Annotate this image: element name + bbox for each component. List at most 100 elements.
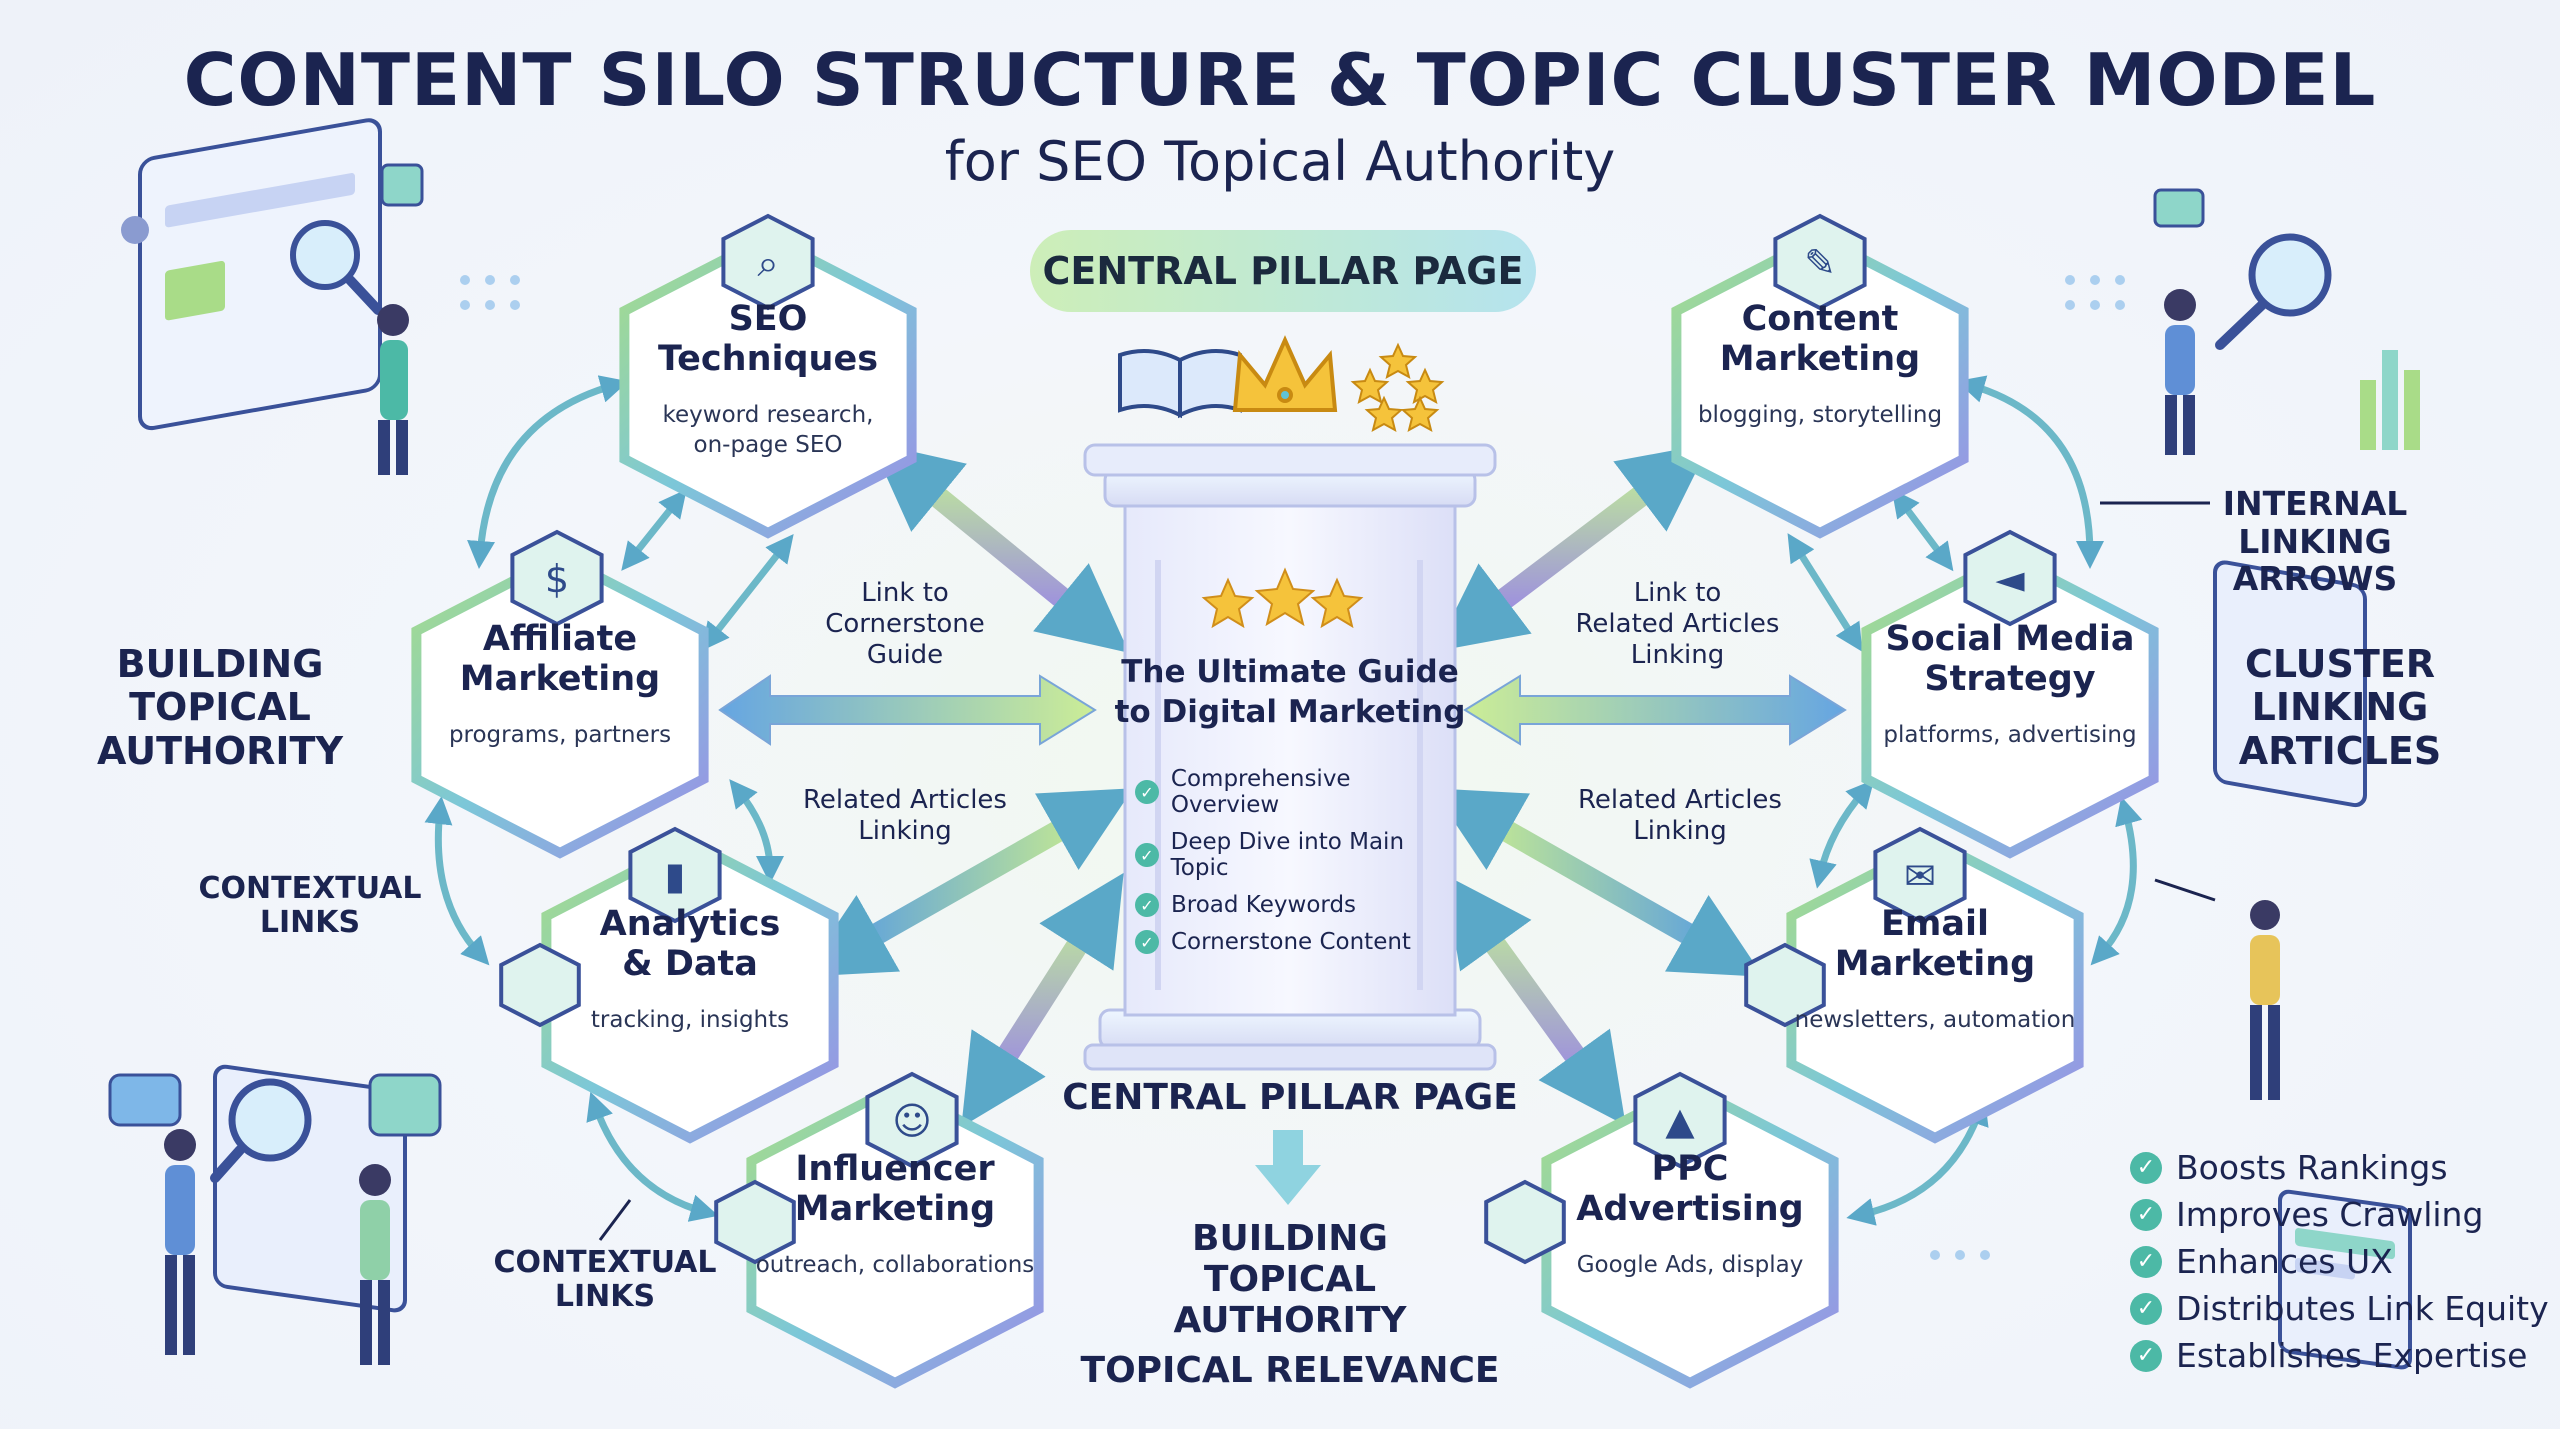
document-pen-icon-glyph: ✎ bbox=[1804, 241, 1836, 285]
benefit-item: ✓ Distributes Link Equity bbox=[2130, 1289, 2549, 1328]
check-icon: ✓ bbox=[2130, 1339, 2162, 1372]
cluster-hex-outline bbox=[541, 836, 839, 1144]
pillar-feature: ✓ Comprehensive Overview bbox=[1135, 766, 1465, 818]
side-line: CONTEXTUAL bbox=[198, 871, 422, 906]
benefit-item: ✓Boosts Rankings bbox=[2130, 1148, 2448, 1187]
arrow-influencer-pillar bbox=[961, 872, 1124, 1128]
cluster-title: Marketing bbox=[1720, 339, 1920, 379]
arrow-affiliate-analytics-inner bbox=[729, 779, 784, 884]
megaphone-icon-glyph: ◄ bbox=[1995, 557, 2025, 601]
cluster-title: Content bbox=[1742, 299, 1899, 339]
down-arrow-icon bbox=[1255, 1130, 1321, 1205]
benefit-text: Distributes Link Equity bbox=[2176, 1289, 2549, 1328]
side-line: LINKING ARROWS bbox=[2232, 521, 2398, 599]
check-icon: ✓ bbox=[1135, 780, 1159, 804]
pillar-title-line2: to Digital Marketing bbox=[1114, 694, 1466, 731]
cluster-hex-outline bbox=[1541, 1081, 1839, 1389]
arrow-seo-pillar bbox=[870, 442, 1130, 653]
cluster-pointer bbox=[2154, 878, 2216, 902]
side-line: INTERNAL bbox=[2222, 484, 2408, 523]
cluster-subtitle: keyword research, bbox=[663, 402, 874, 428]
cluster-title: & Data bbox=[622, 944, 758, 984]
cluster-title: Marketing bbox=[795, 1189, 995, 1229]
side-line: LINKING bbox=[2251, 685, 2429, 730]
envelope-icon-glyph: ✉ bbox=[1904, 854, 1936, 898]
stars-cluster-icon bbox=[1350, 342, 1445, 432]
check-icon: ✓ bbox=[2130, 1292, 2162, 1325]
check-icon: ✓ bbox=[1135, 843, 1159, 867]
cluster-hex-outline bbox=[1861, 551, 2159, 859]
benefit-text: Improves Crawling bbox=[2176, 1195, 2484, 1234]
side-line: BUILDING bbox=[116, 642, 324, 686]
link-label-left-bottom: Related Articles Linking bbox=[803, 785, 1007, 847]
pillar-feature-text: Broad Keywords bbox=[1171, 892, 1357, 918]
decor-dots bbox=[460, 275, 2125, 1260]
cluster-subtitle: newsletters, automation bbox=[1795, 1007, 2076, 1033]
cluster-subtitle: programs, partners bbox=[449, 722, 671, 748]
check-icon: ✓ bbox=[1135, 930, 1159, 954]
side-label-internal-linking: INTERNAL LINKING ARROWS bbox=[2160, 485, 2470, 598]
page-subtitle: for SEO Topical Authority bbox=[944, 130, 1616, 193]
cluster-title: Social Media bbox=[1885, 619, 2134, 659]
google-ads-icon bbox=[1633, 1071, 1727, 1169]
pillar-features: ✓Comprehensive Overview ✓Deep Dive into … bbox=[1135, 766, 1465, 966]
cluster-side-badge-icon bbox=[714, 1179, 796, 1265]
cluster-title: Analytics bbox=[600, 904, 781, 944]
side-line: TOPICAL bbox=[129, 685, 311, 730]
arrow-social-email-outer bbox=[2090, 796, 2143, 966]
megaphone-icon bbox=[1963, 529, 2057, 627]
cluster-title: Techniques bbox=[658, 339, 878, 379]
pillar-feature: ✓ Broad Keywords bbox=[1135, 892, 1465, 918]
cluster-hex-outline bbox=[1786, 836, 2084, 1144]
book-icon bbox=[1118, 349, 1242, 419]
cluster-hex-outline bbox=[619, 231, 917, 539]
cluster-title: SEO bbox=[729, 299, 808, 339]
benefit-item: ✓ Improves Crawling bbox=[2130, 1195, 2483, 1234]
cluster-subtitle: outreach, collaborations bbox=[756, 1252, 1035, 1278]
cluster-side-badge-icon bbox=[1744, 942, 1826, 1028]
side-label-building-authority: BUILDING TOPICAL AUTHORITY bbox=[60, 642, 380, 773]
cluster-subtitle: platforms, advertising bbox=[1883, 722, 2136, 748]
arrow-email-ppc bbox=[1846, 1096, 1989, 1226]
bar-chart-icon-glyph: ▮ bbox=[665, 854, 686, 898]
authority-line: TOPICAL bbox=[1203, 1259, 1377, 1301]
arrow-affiliate-seo bbox=[701, 534, 794, 651]
pillar-building-authority: BUILDING TOPICAL AUTHORITY bbox=[1090, 1218, 1490, 1341]
cluster-subtitle: tracking, insights bbox=[591, 1007, 789, 1033]
central-pillar bbox=[1083, 443, 1497, 1071]
side-line: LINKS bbox=[554, 1279, 656, 1315]
check-icon: ✓ bbox=[1135, 893, 1159, 917]
topical-relevance-label: TOPICAL RELEVANCE bbox=[1080, 1350, 1500, 1391]
pillar-feature-text: Comprehensive Overview bbox=[1170, 766, 1351, 818]
side-label-cluster-linking: CLUSTER LINKING ARTICLES bbox=[2200, 642, 2480, 773]
cluster-title: Marketing bbox=[460, 659, 660, 699]
side-line: AUTHORITY bbox=[97, 728, 343, 773]
illustration-right-mid bbox=[2250, 900, 2412, 1370]
cluster-hex-outline bbox=[411, 551, 709, 859]
check-icon: ✓ bbox=[2130, 1245, 2162, 1278]
cluster-title: Marketing bbox=[1835, 944, 2035, 984]
cluster-link-arrows bbox=[424, 375, 2143, 1226]
benefit-text: Boosts Rankings bbox=[2176, 1148, 2448, 1187]
arrow-social-email-inner bbox=[1809, 779, 1875, 889]
pillar-link-arrows bbox=[718, 674, 1847, 746]
check-icon: ✓ bbox=[2130, 1198, 2162, 1231]
side-line: CLUSTER bbox=[2244, 642, 2436, 686]
cluster-title: Influencer bbox=[795, 1149, 995, 1189]
pillar-base-label: CENTRAL PILLAR PAGE bbox=[1062, 1077, 1518, 1118]
benefit-item: ✓Establishes Expertise bbox=[2130, 1336, 2527, 1375]
pillar-feature-text: Cornerstone Content bbox=[1171, 929, 1411, 955]
arrow-affiliate-analytics-outer bbox=[424, 796, 490, 966]
cluster-hex-analytics[interactable]: ▮ Analytics& Data tracking, insights bbox=[499, 826, 839, 1144]
cluster-side-badge-icon bbox=[1484, 1179, 1566, 1265]
arrow-content-pillar bbox=[1434, 443, 1711, 652]
contextual-pointer bbox=[598, 1199, 632, 1241]
crown-icon bbox=[1232, 335, 1338, 412]
